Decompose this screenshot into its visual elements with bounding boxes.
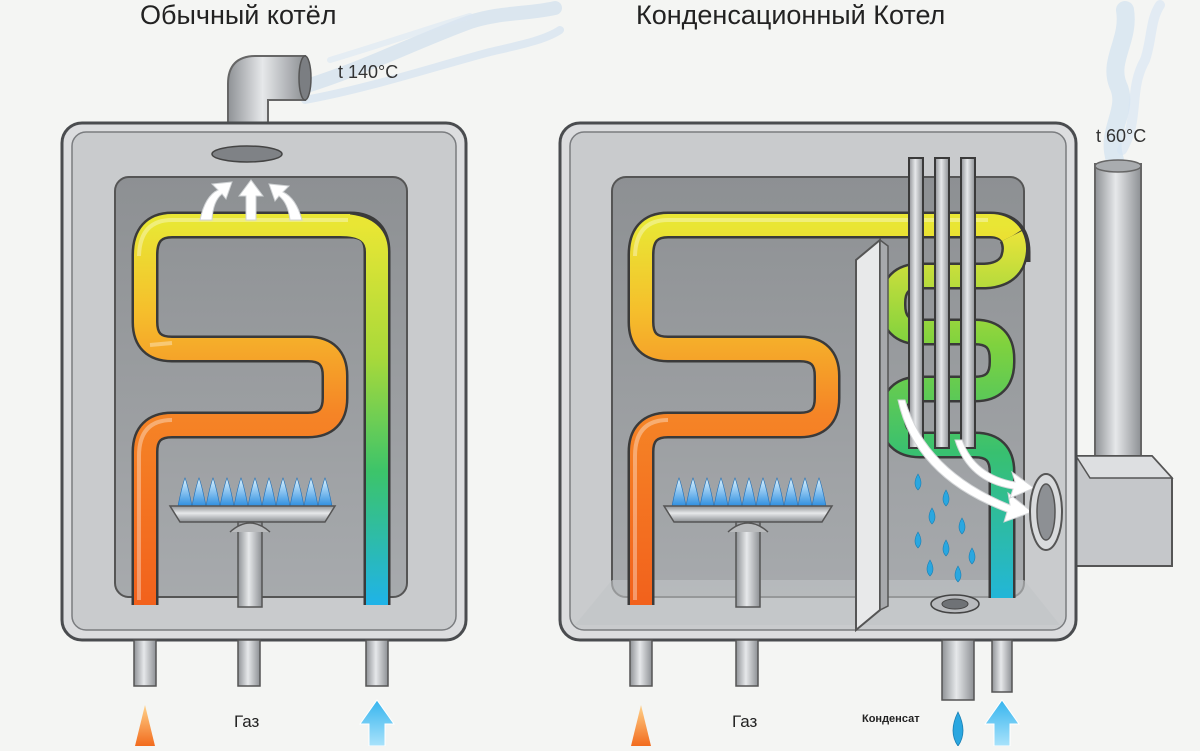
exhaust-flow-arrows <box>897 399 1036 523</box>
heat-exchanger-pipe <box>131 211 391 605</box>
burner-flames <box>177 477 333 507</box>
exhaust-opening <box>211 145 283 163</box>
cold-water-in-arrow <box>359 699 395 747</box>
hot-water-out-arrow <box>631 705 651 746</box>
condensing-gas-label: Газ <box>732 712 758 731</box>
flue-gas-tubes <box>908 157 976 449</box>
burner-flames <box>671 477 827 507</box>
flue-chimney <box>1094 163 1142 487</box>
condensing-boiler <box>558 0 1174 747</box>
condensing-flue-temperature: t 60°C <box>1096 126 1147 146</box>
cold-water-in-arrow <box>984 699 1020 747</box>
conventional-boiler-title: Обычный котёл <box>140 0 337 30</box>
divider-plate <box>855 237 881 633</box>
condensate-drop-icon <box>952 711 964 747</box>
condensate-droplets <box>914 473 976 583</box>
hot-water-out-arrow <box>135 705 155 746</box>
conventional-gas-label: Газ <box>234 712 260 731</box>
conventional-boiler <box>60 1 564 747</box>
bottom-connectors <box>133 639 389 687</box>
gas-burner <box>662 477 834 608</box>
hot-gas-arrows <box>199 179 303 221</box>
condensing-heat-exchanger <box>879 229 1029 598</box>
flue-pipe <box>227 55 306 125</box>
flue-smoke <box>293 1 564 104</box>
condensing-boiler-title: Конденсационный Котел <box>636 0 946 30</box>
condensate-label: Конденсат <box>862 713 920 725</box>
flue-vapor <box>1103 0 1165 169</box>
gas-burner <box>168 477 337 608</box>
condensate-drain <box>930 594 980 614</box>
bottom-connectors <box>629 639 1013 701</box>
conventional-flue-temperature: t 140°C <box>338 62 399 82</box>
